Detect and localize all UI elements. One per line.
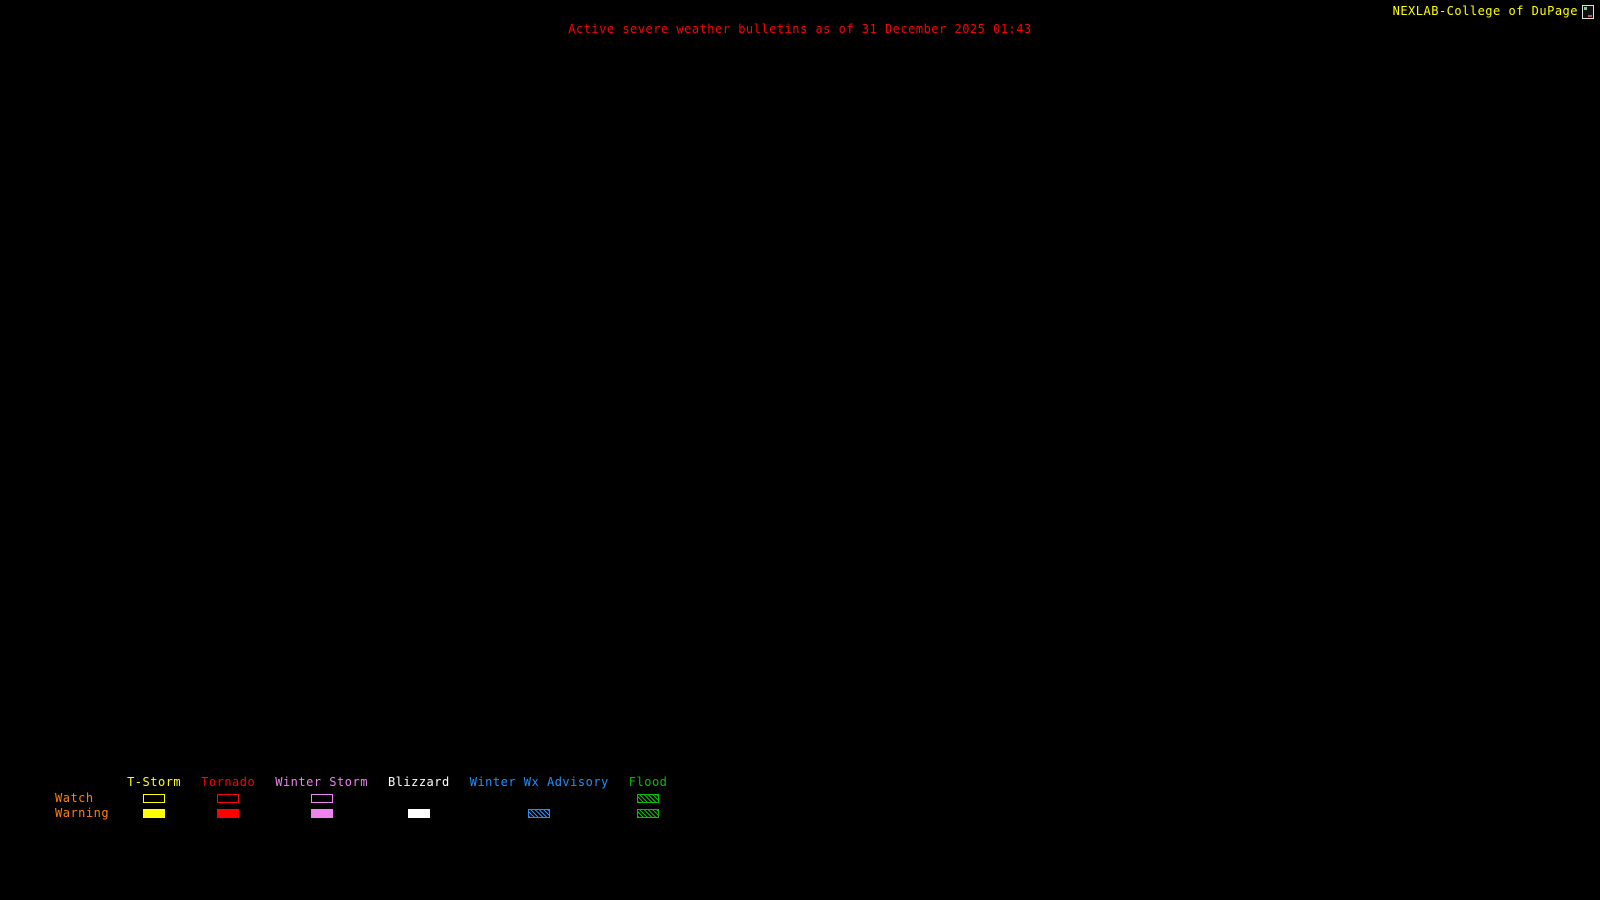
legend: Watch Warning T-Storm Tornado Winter Storm…	[55, 776, 667, 821]
brand-area: NEXLAB-College of DuPage	[1393, 4, 1594, 19]
legend-cell	[310, 806, 333, 821]
legend-column-label: T-Storm	[127, 775, 182, 789]
watch-swatch	[217, 794, 240, 803]
watch-swatch	[143, 794, 166, 803]
brand-text: NEXLAB-College of DuPage	[1392, 4, 1578, 18]
legend-cell	[217, 791, 240, 806]
legend-column-label: Blizzard	[387, 775, 450, 789]
legend-column: Flood	[629, 776, 668, 821]
legend-column-label: Winter Storm	[275, 775, 368, 789]
legend-column: Winter Wx Advisory	[470, 776, 609, 821]
legend-cell	[528, 791, 550, 806]
legend-cell	[407, 806, 430, 821]
broken-image-icon	[1582, 5, 1594, 19]
watch-row-label: Watch	[55, 791, 94, 805]
legend-column: Tornado	[201, 776, 255, 821]
watch-swatch	[310, 794, 333, 803]
warning-swatch	[217, 809, 240, 818]
warning-swatch	[143, 809, 166, 818]
legend-cell	[528, 806, 551, 821]
page-title: Active severe weather bulletins as of 31…	[568, 22, 1032, 36]
warning-swatch	[637, 809, 660, 818]
legend-cell	[310, 791, 333, 806]
legend-column: Blizzard	[388, 776, 450, 821]
legend-column-label: Winter Wx Advisory	[469, 775, 609, 789]
legend-column: T-Storm	[127, 776, 181, 821]
warning-swatch	[310, 809, 333, 818]
legend-cell	[217, 806, 240, 821]
legend-columns: T-Storm Tornado Winter Storm Blizzard Winter…	[127, 776, 667, 821]
legend-cell	[143, 806, 166, 821]
warning-swatch	[528, 809, 551, 818]
watch-swatch	[637, 794, 660, 803]
legend-column-label: Flood	[628, 775, 668, 789]
warning-swatch	[407, 809, 430, 818]
legend-row-labels: Watch Warning	[55, 776, 109, 821]
warning-row-label: Warning	[55, 806, 110, 820]
legend-column-label: Tornado	[201, 775, 256, 789]
legend-header-spacer	[55, 776, 109, 791]
legend-cell	[637, 791, 660, 806]
legend-cell	[143, 791, 166, 806]
legend-column: Winter Storm	[275, 776, 368, 821]
legend-cell	[408, 791, 430, 806]
legend-cell	[637, 806, 660, 821]
